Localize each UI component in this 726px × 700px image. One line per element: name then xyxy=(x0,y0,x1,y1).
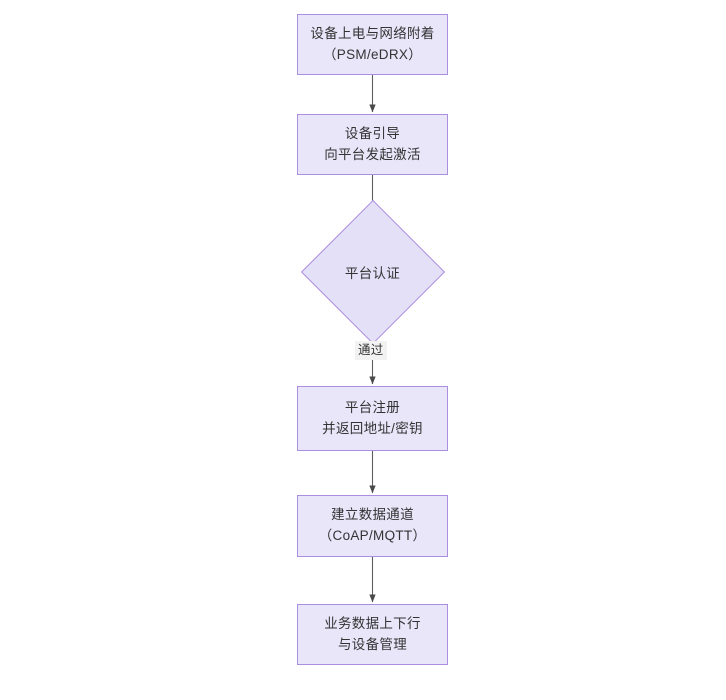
node-platform-register-line-1: 平台注册 xyxy=(344,399,401,415)
node-service-data[interactable]: 业务数据上下行 与设备管理 xyxy=(297,604,448,665)
node-power-on-line-2: （PSM/eDRX） xyxy=(322,46,423,62)
node-power-on-line-1: 设备上电与网络附着 xyxy=(310,25,435,41)
node-service-data-line-2: 与设备管理 xyxy=(338,636,407,652)
node-bootstrap-line-1: 设备引导 xyxy=(344,125,401,141)
node-platform-register-line-2: 并返回地址/密钥 xyxy=(322,420,423,436)
node-data-channel-line-2: （CoAP/MQTT） xyxy=(318,528,427,543)
node-data-channel-line-1: 建立数据通道 xyxy=(331,507,414,523)
node-bootstrap-line-2: 向平台发起激活 xyxy=(324,146,421,162)
node-platform-auth-label: 平台认证 xyxy=(344,266,401,281)
node-platform-auth[interactable]: 平台认证 xyxy=(300,199,445,345)
node-service-data-line-1: 业务数据上下行 xyxy=(324,615,421,631)
node-data-channel[interactable]: 建立数据通道 （CoAP/MQTT） xyxy=(297,495,448,557)
edge-label-pass: 通过 xyxy=(355,341,387,360)
node-platform-register[interactable]: 平台注册 并返回地址/密钥 xyxy=(297,386,448,451)
node-bootstrap[interactable]: 设备引导 向平台发起激活 xyxy=(297,114,448,175)
node-power-on[interactable]: 设备上电与网络附着 （PSM/eDRX） xyxy=(297,14,448,75)
